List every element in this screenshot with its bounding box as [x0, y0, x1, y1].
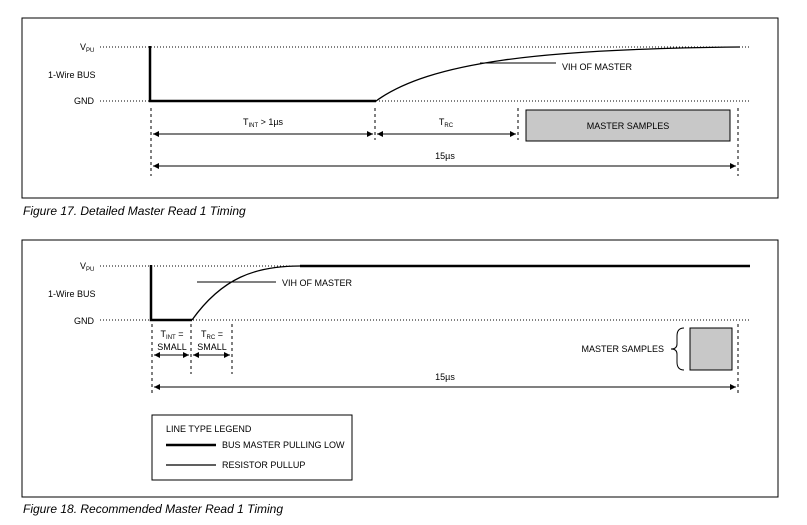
tint-small-label: SMALL	[157, 342, 187, 352]
vpu-label: VPU	[80, 42, 94, 54]
vih-label: VIH OF MASTER	[562, 62, 633, 72]
figure-18-caption: Figure 18. Recommended Master Read 1 Tim…	[23, 502, 283, 516]
tint-label: TINT > 1µs	[243, 117, 284, 129]
bus-label: 1-Wire BUS	[48, 289, 96, 299]
trc-label: TRC	[439, 117, 454, 129]
gnd-label: GND	[74, 316, 95, 326]
line-type-legend: LINE TYPE LEGEND BUS MASTER PULLING LOW …	[151, 414, 353, 481]
figure-18-frame	[21, 239, 779, 498]
gnd-label: GND	[74, 96, 95, 106]
bus-label: 1-Wire BUS	[48, 70, 96, 80]
legend-item-master-low: BUS MASTER PULLING LOW	[222, 440, 345, 450]
legend-item-pullup: RESISTOR PULLUP	[222, 460, 305, 470]
duration-label: 15µs	[435, 151, 455, 161]
legend-title: LINE TYPE LEGEND	[166, 424, 252, 434]
tint-label: TINT =	[161, 329, 184, 341]
vih-label: VIH OF MASTER	[282, 278, 353, 288]
figure-17-frame	[21, 17, 779, 199]
legend-box	[151, 414, 353, 481]
trc-label: TRC =	[201, 329, 223, 341]
resistor-pullup-curve	[191, 265, 301, 321]
master-samples-box	[525, 109, 731, 142]
master-samples-label: MASTER SAMPLES	[581, 344, 664, 354]
figure-17: VPU 1-Wire BUS GND VIH OF MASTER TINT > …	[21, 17, 779, 199]
master-samples-box	[689, 327, 733, 371]
bus-master-low-waveform	[148, 46, 376, 103]
trc-small-label: SMALL	[197, 342, 227, 352]
duration-label: 15µs	[435, 372, 455, 382]
figure-17-caption: Figure 17. Detailed Master Read 1 Timing	[23, 204, 246, 218]
master-samples-brace	[670, 327, 685, 371]
resistor-pullup-curve	[375, 46, 741, 102]
figure-18: VPU 1-Wire BUS GND VIH OF MASTER TINT = …	[21, 239, 779, 498]
bus-master-low-waveform	[149, 265, 192, 322]
vpu-label: VPU	[80, 261, 94, 273]
master-samples-label: MASTER SAMPLES	[587, 121, 670, 131]
